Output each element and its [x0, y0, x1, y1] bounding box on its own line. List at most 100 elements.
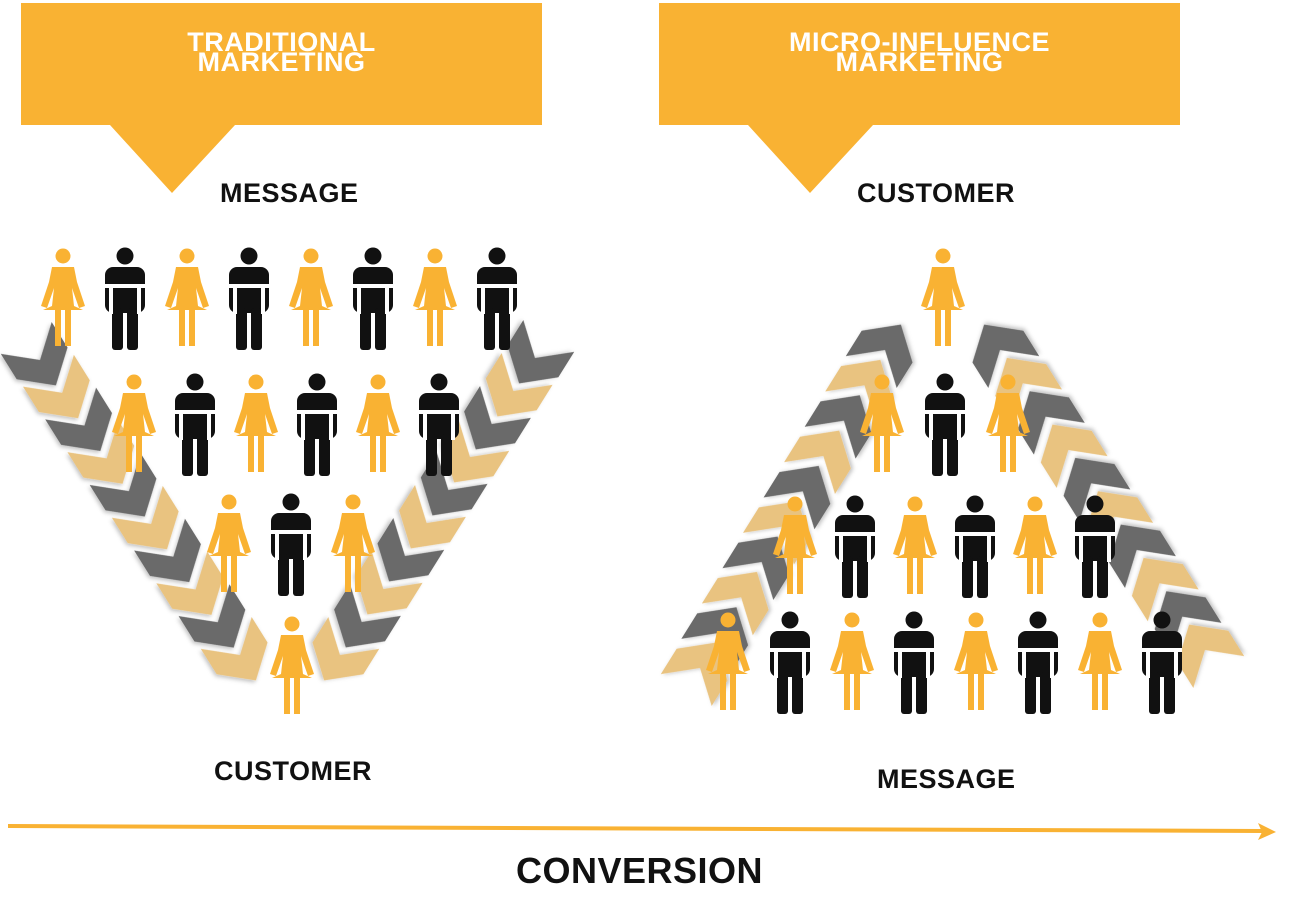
left-top-label: MESSAGE: [220, 178, 359, 208]
left-row1-male-person-icon-3: [229, 247, 269, 350]
chevron-arrow-icon: [1177, 624, 1245, 688]
left-funnel-chevron-l-2: [45, 387, 113, 451]
left-funnel-chevron-r-1: [485, 353, 553, 417]
left-funnel-chevron-l-9: [200, 617, 268, 681]
left-funnel-chevron-r-6: [377, 518, 445, 582]
right-pyramid-chevron-r-7: [1017, 391, 1085, 455]
callout-left-bg: [21, 3, 542, 193]
title-traditional-line1: TRADITIONAL: [187, 27, 376, 57]
chevron-arrow-icon: [464, 386, 531, 450]
chevron-arrow-icon: [485, 353, 553, 417]
chevron-arrow-icon: [312, 617, 380, 681]
left-row1-female-person-icon-6: [413, 248, 457, 346]
left-row3-male-person-icon-1: [271, 493, 311, 596]
chevron-arrow-icon: [23, 354, 90, 419]
left-row2-female-person-icon-2: [234, 374, 278, 472]
right-row4-female-person-icon-2: [830, 612, 874, 710]
left-row1-female-person-icon-0: [41, 248, 85, 346]
right-row3-male-person-icon-3: [955, 495, 995, 598]
left-funnel-chevron-l-6: [134, 518, 201, 583]
right-row4-male-person-icon-5: [1018, 611, 1058, 714]
left-bottom-label: CUSTOMER: [214, 756, 373, 786]
chevron-arrow-icon: [507, 320, 575, 384]
left-funnel-chevron-l-5: [111, 485, 179, 550]
left-funnel-chevron-l-1: [23, 354, 90, 419]
right-pyramid-chevron-l-9: [845, 324, 913, 388]
right-pyramid-chevron-r-3: [1109, 524, 1176, 588]
left-funnel-chevron-l-7: [156, 551, 224, 615]
title-traditional-marketing: TRADITIONAL MARKETING: [21, 3, 542, 125]
chevron-arrow-icon: [1017, 391, 1085, 455]
left-funnel-chevron-r-0: [507, 320, 575, 384]
left-row1-male-person-icon-1: [105, 247, 145, 350]
right-pyramid-chevron-r-5: [1063, 457, 1131, 522]
chevron-arrow-icon: [972, 324, 1040, 388]
left-row3-female-person-icon-2: [331, 494, 375, 592]
right-row3-female-person-icon-4: [1013, 496, 1057, 594]
right-pyramid-chevron-l-2: [701, 571, 769, 636]
left-funnel-chevron-l-3: [67, 420, 135, 484]
right-row3-female-person-icon-0: [773, 496, 817, 594]
people-crowds: [41, 247, 1182, 714]
chevron-arrow-icon: [334, 584, 401, 648]
left-funnel-chevron-r-7: [355, 551, 423, 615]
right-row4-female-person-icon-4: [954, 612, 998, 710]
left-funnel-chevron-r-4: [420, 452, 488, 516]
chevron-arrow-icon: [67, 420, 135, 484]
title-micro-line2: MARKETING: [835, 47, 1004, 77]
title-micro-influence-marketing: MICRO-INFLUENCE MARKETING: [659, 3, 1180, 125]
left-funnel-chevron-l-0: [0, 322, 68, 386]
callout-right-bg: [659, 3, 1180, 193]
left-row2-female-person-icon-4: [356, 374, 400, 472]
right-top-label: CUSTOMER: [857, 178, 1016, 208]
right-pyramid-chevron-l-6: [784, 430, 851, 494]
chevron-arrow-icon: [399, 485, 466, 549]
left-funnel-chevron-r-5: [399, 485, 466, 549]
right-row2-female-person-icon-0: [860, 374, 904, 472]
chevron-arrow-icon: [784, 430, 851, 494]
chevron-arrow-icon: [111, 485, 179, 550]
right-pyramid-chevron-r-9: [972, 324, 1040, 388]
left-row1-male-person-icon-5: [353, 247, 393, 350]
chevron-arrow-icon: [45, 387, 113, 451]
chevron-arrow-icon: [355, 551, 423, 615]
right-pyramid-chevron-r-6: [1040, 424, 1108, 488]
chevron-arrow-icon: [200, 617, 268, 681]
chevron-arrow-icon: [845, 324, 913, 388]
right-pyramid-chevron-r-0: [1177, 624, 1245, 688]
right-pyramid-chevron-r-2: [1131, 557, 1199, 622]
right-row4-male-person-icon-1: [770, 611, 810, 714]
title-traditional-line2: MARKETING: [197, 47, 366, 77]
chevron-arrows: [0, 320, 1245, 706]
chevron-arrow-icon: [722, 536, 790, 600]
left-funnel-chevron-r-8: [334, 584, 401, 648]
right-pyramid-chevron-l-7: [804, 395, 872, 459]
left-funnel-chevron-r-2: [464, 386, 531, 450]
right-row4-male-person-icon-7: [1142, 611, 1182, 714]
right-row3-male-person-icon-5: [1075, 495, 1115, 598]
right-row4-female-person-icon-6: [1078, 612, 1122, 710]
chevron-arrow-icon: [377, 518, 445, 582]
chevron-arrow-icon: [804, 395, 872, 459]
chevron-arrow-icon: [0, 322, 68, 386]
conversion-arrow-head: [1258, 823, 1276, 840]
right-row3-female-person-icon-2: [893, 496, 937, 594]
left-row2-male-person-icon-5: [419, 373, 459, 476]
callout-shapes: [21, 3, 1180, 193]
left-row2-male-person-icon-3: [297, 373, 337, 476]
chevron-arrow-icon: [1131, 557, 1199, 622]
title-micro-line1: MICRO-INFLUENCE: [789, 27, 1050, 57]
conversion-label: CONVERSION: [516, 850, 764, 891]
chevron-arrow-icon: [1040, 424, 1108, 488]
right-row4-male-person-icon-3: [894, 611, 934, 714]
chevron-arrow-icon: [420, 452, 488, 516]
right-row1-female-person-icon-0: [921, 248, 965, 346]
right-row2-male-person-icon-1: [925, 373, 965, 476]
chevron-arrow-icon: [134, 518, 201, 583]
left-row2-male-person-icon-1: [175, 373, 215, 476]
left-row2-female-person-icon-0: [112, 374, 156, 472]
right-row2-female-person-icon-2: [986, 374, 1030, 472]
left-row3-female-person-icon-0: [207, 494, 251, 592]
left-funnel-chevron-r-9: [312, 617, 380, 681]
